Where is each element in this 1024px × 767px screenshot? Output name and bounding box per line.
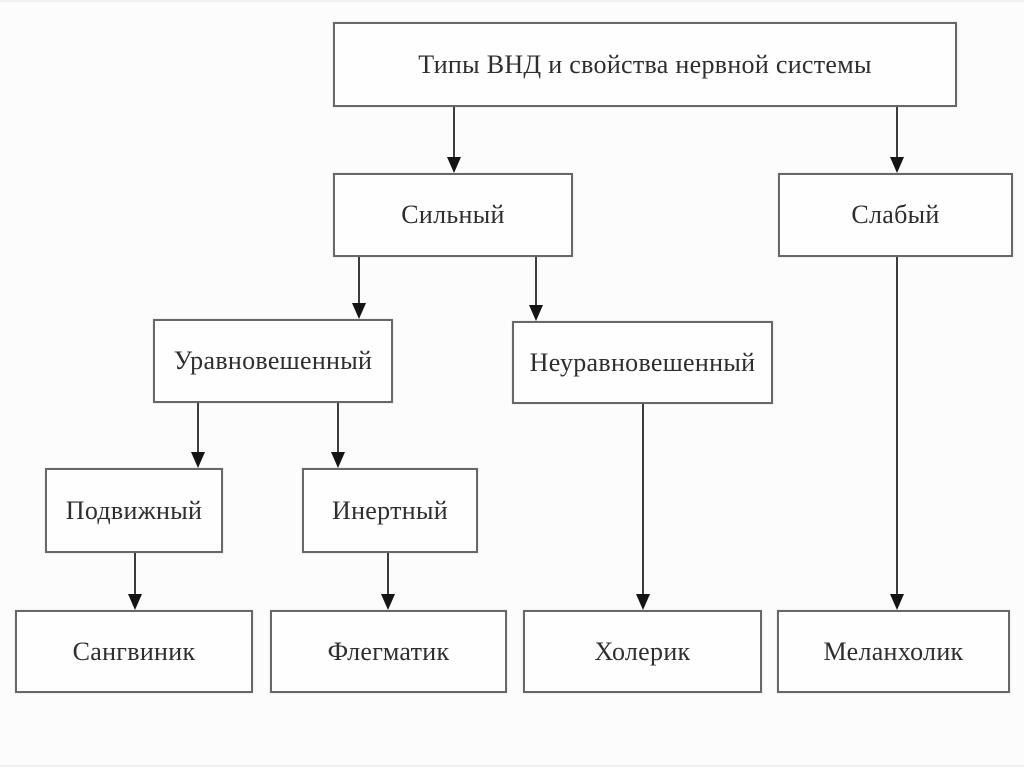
- node-inert: Инертный: [302, 468, 478, 553]
- node-mobile: Подвижный: [45, 468, 223, 553]
- arrowhead-strong-balanced: [352, 303, 366, 319]
- node-melancholic: Меланхолик: [777, 610, 1010, 693]
- node-phlegmatic-label: Флегматик: [327, 636, 450, 666]
- arrowhead-mobile-sanguine: [128, 594, 142, 610]
- node-mobile-label: Подвижный: [65, 495, 203, 525]
- node-sanguine: Сангвиник: [15, 610, 253, 693]
- bottom-edge-line: [0, 765, 1024, 767]
- connector-inert-phlegmatic: [387, 553, 389, 596]
- node-weak-label: Слабый: [851, 200, 940, 229]
- arrowhead-strong-unbalanced: [529, 305, 543, 321]
- connector-weak-melancholic: [896, 257, 898, 596]
- node-title: Типы ВНД и свойства нервной системы: [333, 22, 957, 107]
- arrowhead-balanced-mobile: [191, 452, 205, 468]
- arrowhead-title-strong: [447, 157, 461, 173]
- connector-mobile-sanguine: [134, 553, 136, 596]
- connector-unbalanced-choleric: [642, 404, 644, 596]
- node-choleric: Холерик: [523, 610, 762, 693]
- arrowhead-inert-phlegmatic: [381, 594, 395, 610]
- connector-title-weak: [896, 107, 898, 159]
- top-edge-line: [0, 0, 1024, 2]
- node-balanced: Уравновешенный: [153, 319, 393, 403]
- arrowhead-weak-melancholic: [890, 594, 904, 610]
- connector-strong-unbalanced: [535, 257, 537, 307]
- node-phlegmatic: Флегматик: [270, 610, 507, 693]
- connector-title-strong: [453, 107, 455, 159]
- connector-balanced-mobile: [197, 403, 199, 454]
- arrowhead-unbalanced-choleric: [636, 594, 650, 610]
- connector-strong-balanced: [358, 257, 360, 305]
- node-unbalanced-label: Неуравновешенный: [529, 347, 756, 377]
- node-balanced-label: Уравновешенный: [173, 346, 373, 375]
- node-inert-label: Инертный: [332, 495, 448, 525]
- arrowhead-balanced-inert: [331, 452, 345, 468]
- node-choleric-label: Холерик: [594, 636, 691, 666]
- node-weak: Слабый: [778, 173, 1013, 257]
- node-melancholic-label: Меланхолик: [823, 636, 964, 666]
- node-strong: Сильный: [333, 173, 573, 257]
- connector-balanced-inert: [337, 403, 339, 454]
- node-sanguine-label: Сангвиник: [72, 636, 196, 666]
- node-strong-label: Сильный: [401, 200, 505, 229]
- node-title-label: Типы ВНД и свойства нервной системы: [418, 49, 872, 79]
- arrowhead-title-weak: [890, 157, 904, 173]
- node-unbalanced: Неуравновешенный: [512, 321, 773, 404]
